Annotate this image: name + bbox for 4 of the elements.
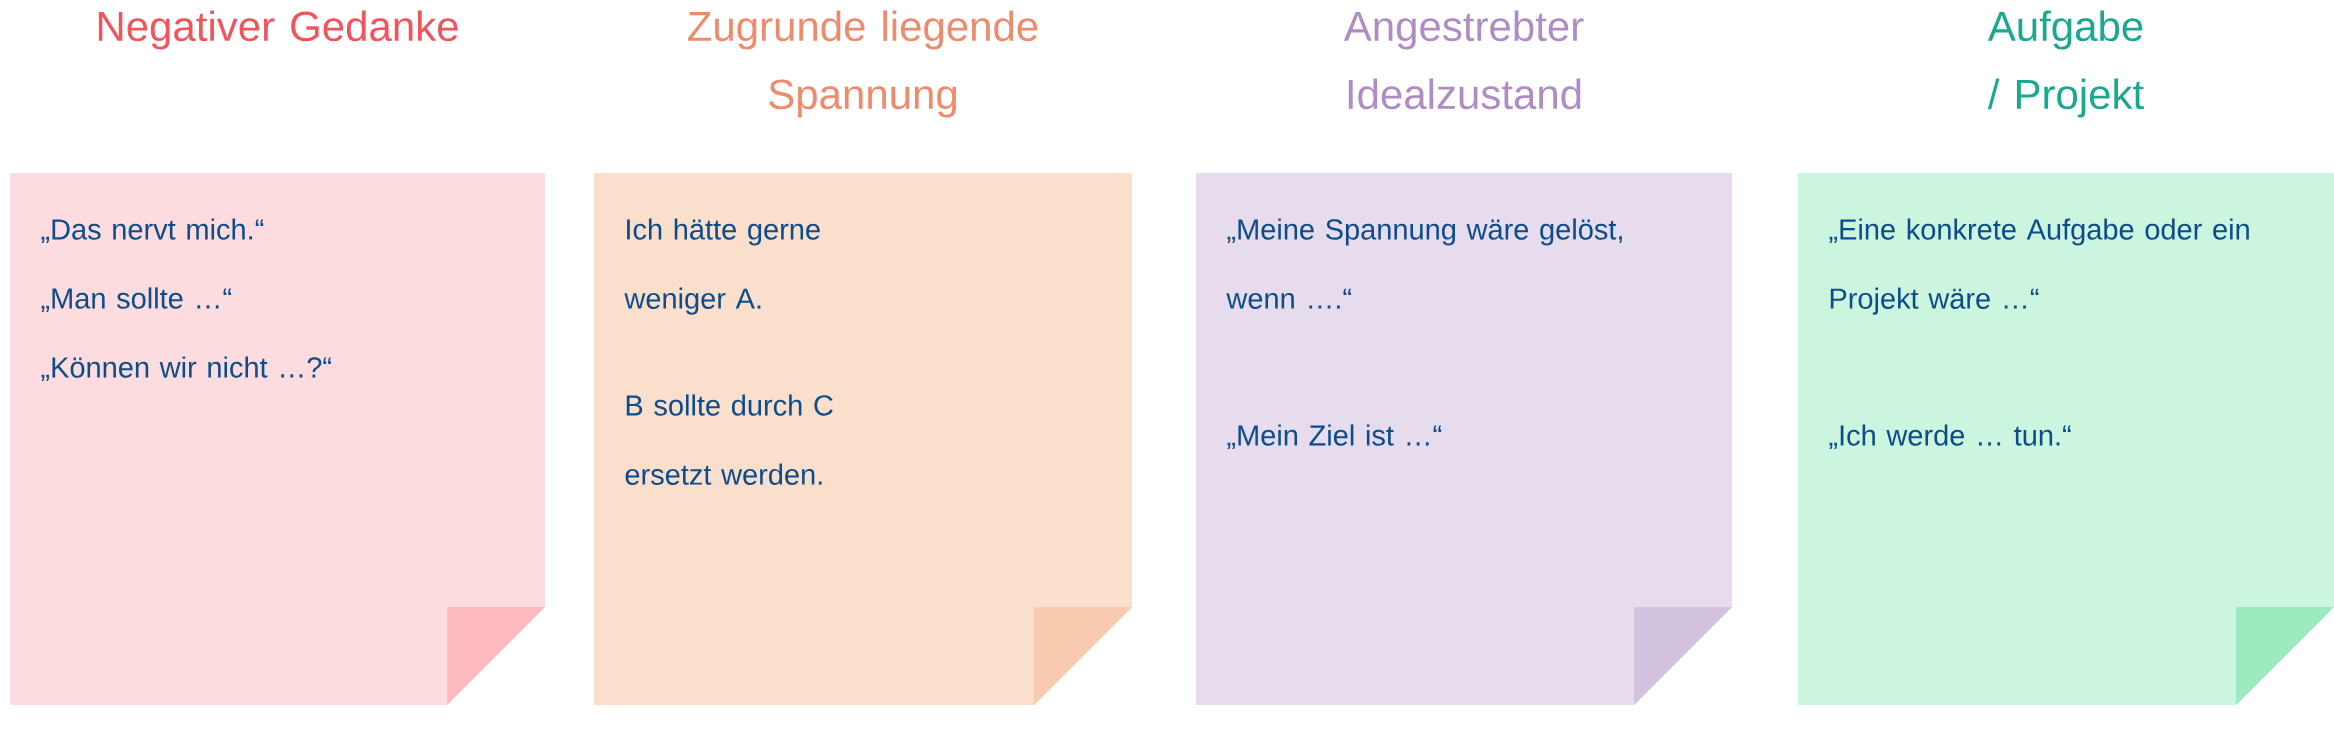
sticky-note: Aufgabe / Projekt „Eine konkrete Aufgabe oder ein Projekt wäre …“ „Ich werde … tun.“ — [1798, 10, 2334, 705]
sticky-note: Negativer Gedanke „Das nervt mich.“ „Man sollte …“ „Können wir nicht …?“ — [10, 10, 545, 705]
sticky-note: Zugrunde liegende Spannung Ich hätte gerne weniger A. B sollte durch C ersetzt werden. — [594, 10, 1132, 705]
sticky-note: Angestrebter Idealzustand „Meine Spannung wäre gelöst, wenn ….“ „Mein Ziel ist …“ — [1196, 10, 1732, 705]
